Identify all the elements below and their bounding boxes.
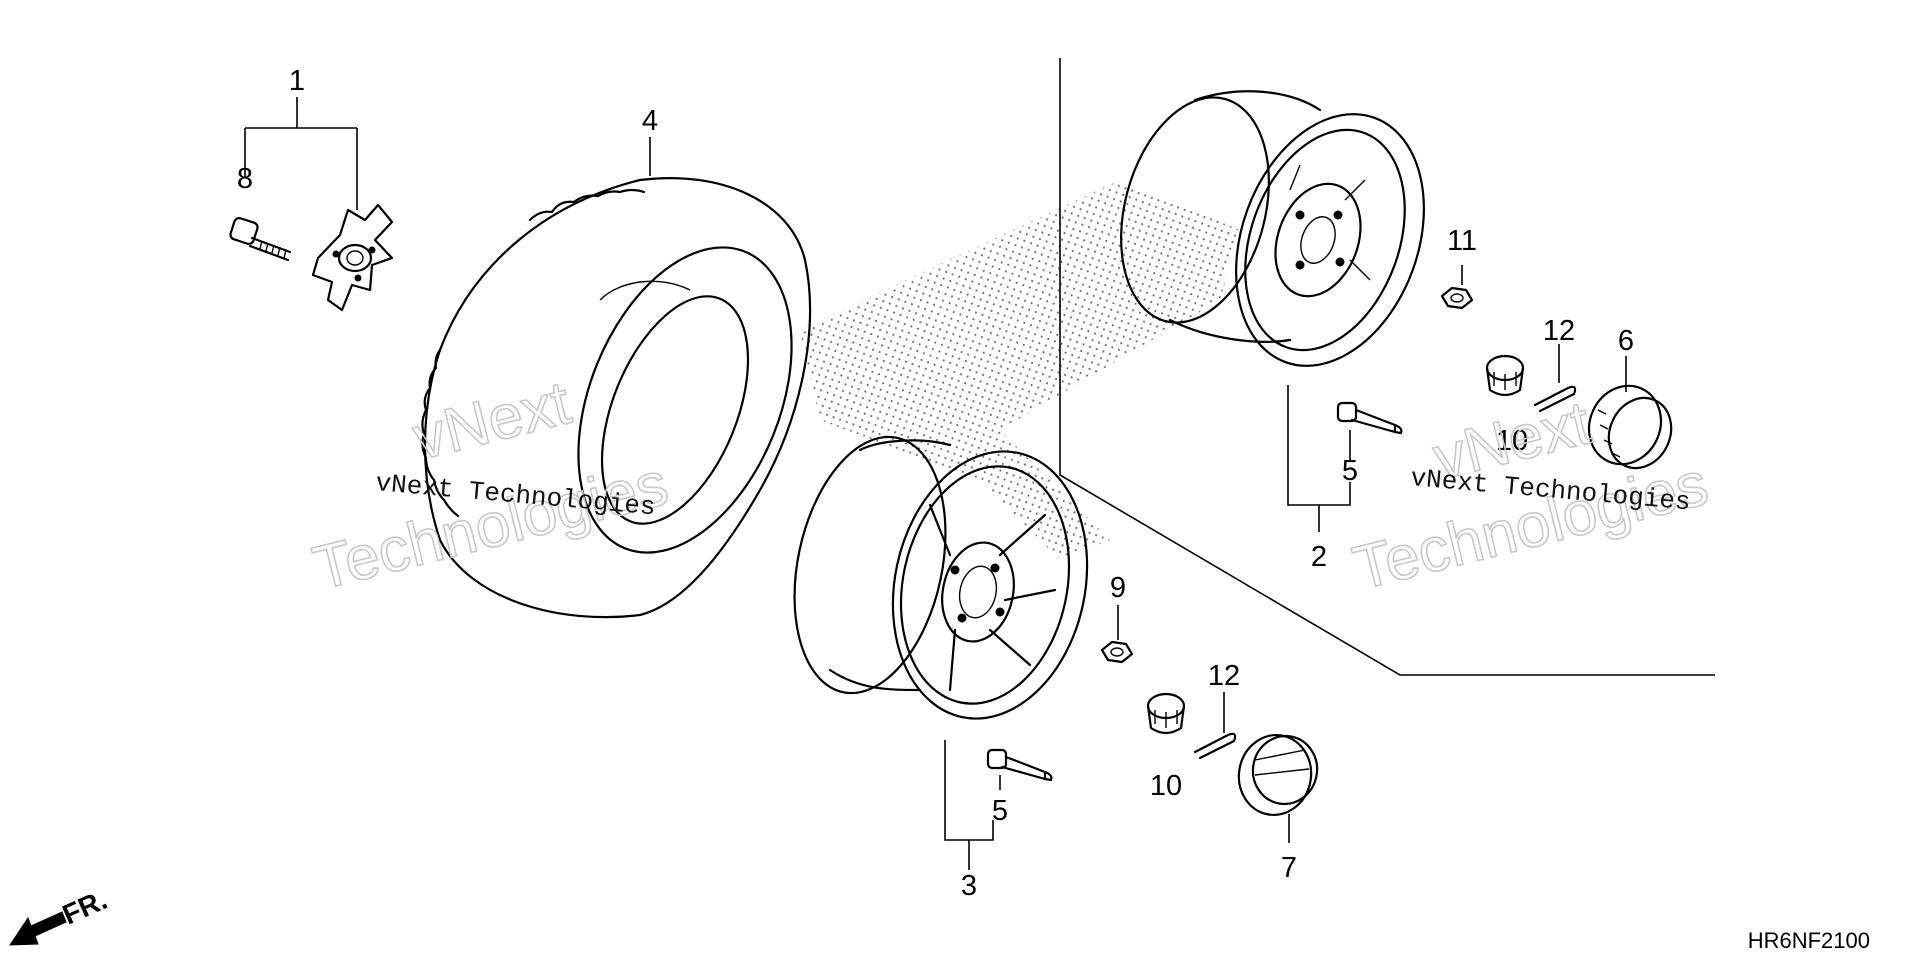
callout-10-rear: 10 bbox=[1496, 425, 1528, 457]
callout-12-rear: 12 bbox=[1543, 315, 1575, 347]
callout-3: 3 bbox=[961, 870, 977, 902]
hub-cap-part-7 bbox=[1237, 734, 1319, 816]
watermark-right-line2: Technologies bbox=[1347, 449, 1715, 604]
callout-1: 1 bbox=[289, 65, 305, 97]
tire-part bbox=[421, 177, 812, 619]
front-direction-indicator: FR. bbox=[9, 884, 112, 946]
diagram-code: HR6NF2100 bbox=[1748, 928, 1870, 953]
callout-12-front: 12 bbox=[1208, 660, 1240, 692]
watermark-left-line1: vNext bbox=[407, 368, 577, 473]
nut-part-11 bbox=[1440, 286, 1474, 310]
castle-nut-part-rear bbox=[1485, 354, 1525, 397]
rear-wheel-part bbox=[1120, 90, 1425, 367]
cotter-pin-part-front bbox=[1193, 732, 1237, 760]
watermark-right: vNext Technologies vNext Technologies bbox=[1346, 387, 1715, 604]
hub-cap-part-6 bbox=[1587, 384, 1673, 470]
front-wheel-part bbox=[793, 435, 1089, 720]
assembly-boundary-line bbox=[1059, 58, 1715, 676]
callout-8: 8 bbox=[237, 163, 253, 195]
callout-4: 4 bbox=[642, 105, 658, 137]
watermark-left: vNext Technologies vNext Technologies bbox=[306, 367, 675, 604]
nut-part-9 bbox=[1100, 640, 1134, 664]
callout-11: 11 bbox=[1447, 225, 1477, 257]
castle-nut-part-front bbox=[1146, 692, 1186, 735]
valve-stem-part-front bbox=[986, 748, 1053, 782]
callout-6: 6 bbox=[1618, 325, 1634, 357]
front-direction-arrow-icon bbox=[9, 911, 67, 946]
callout-9: 9 bbox=[1110, 572, 1126, 604]
callout-10-front: 10 bbox=[1150, 770, 1182, 802]
watermark-left-line2: Technologies bbox=[307, 449, 675, 604]
callout-5-front: 5 bbox=[992, 795, 1008, 827]
leader-lines bbox=[244, 97, 1627, 870]
callout-2: 2 bbox=[1311, 541, 1327, 573]
valve-stem-part-rear bbox=[1336, 401, 1403, 435]
hub-bolt-part bbox=[229, 217, 292, 262]
cotter-pin-part-rear bbox=[1533, 385, 1577, 413]
dotted-shading bbox=[800, 180, 1240, 560]
callout-5-rear: 5 bbox=[1342, 455, 1358, 487]
front-direction-label: FR. bbox=[58, 884, 112, 931]
callout-7: 7 bbox=[1281, 852, 1297, 884]
hub-plate-part bbox=[311, 203, 394, 312]
